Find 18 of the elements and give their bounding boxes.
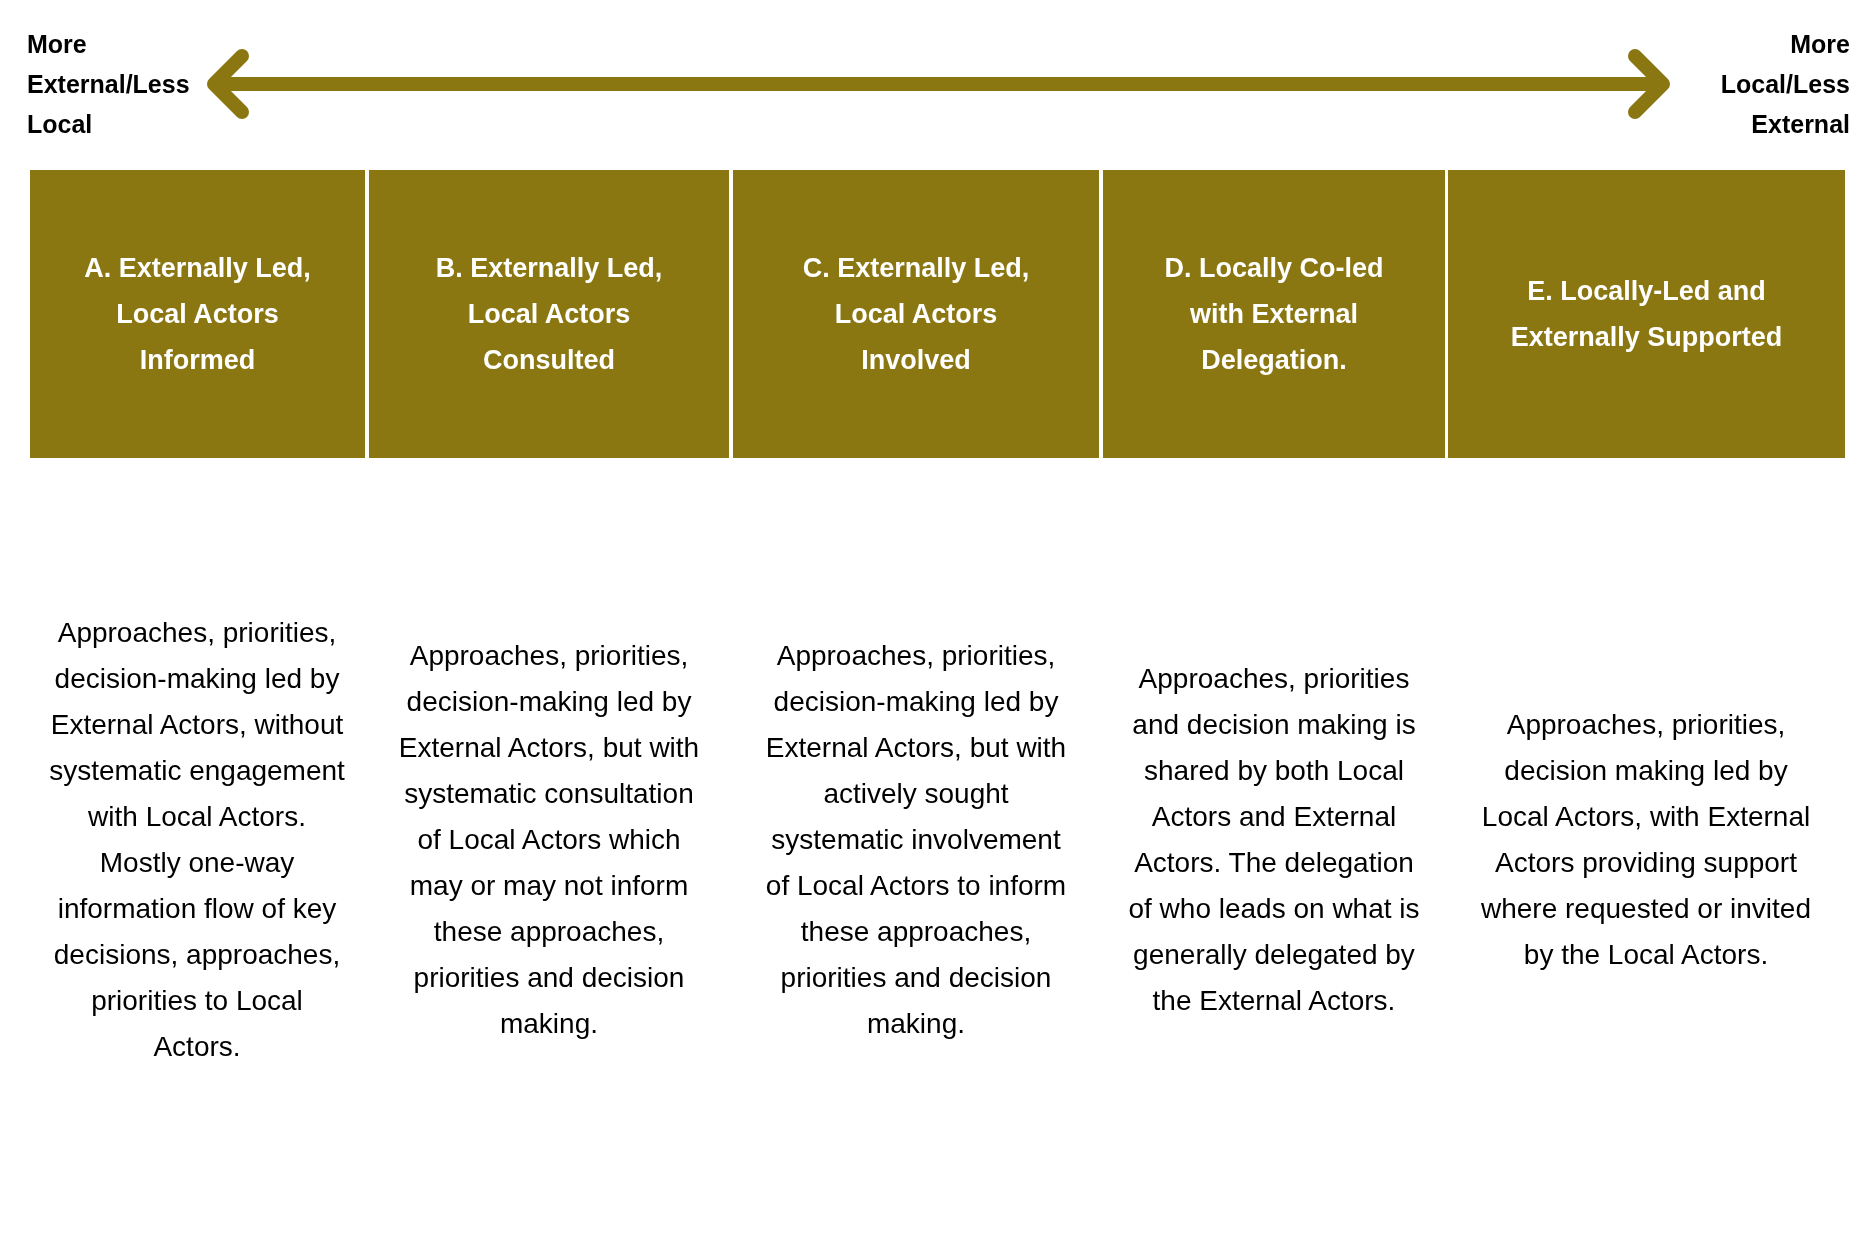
stage-heading: E. Locally-Led and Externally Supported: [1509, 275, 1784, 354]
description-text: Approaches, priorities, decision making led by Local Actors, with External Actors providing support where requested or invited by the Local Actors.: [1480, 708, 1812, 972]
description-text: Approaches, priorities, decision-making led by External Actors, but with actively sought systematic involvement of Local Actors to inform these approaches, priorities and decision making.: [764, 639, 1068, 1041]
stage-box: [1103, 170, 1445, 458]
description-text: Approaches, priorities, decision-making led by External Actors, without systematic engagement with Local Actors. Mostly one-way information flow of key decisions, approaches, priorities to Local Actors.: [48, 616, 346, 1064]
stage-heading: A. Externally Led, Local Actors Informed: [83, 252, 312, 377]
stage-heading: D. Locally Co-led with External Delegation.: [1163, 252, 1385, 377]
description-text: Approaches, priorities and decision making is shared by both Local Actors and External Actors. The delegation of who leads on what is generally delegated by the External Actors.: [1127, 662, 1421, 1018]
stage-box: [369, 170, 729, 458]
double-headed-arrow: [207, 49, 1670, 119]
stage-box: [30, 170, 365, 458]
scale-end-label: More Local/Less External: [1675, 24, 1850, 144]
stage-heading: C. Externally Led, Local Actors Involved: [801, 252, 1031, 377]
stage-heading: B. Externally Led, Local Actors Consulted: [434, 252, 664, 377]
stage-box: [733, 170, 1099, 458]
stage-box: [1448, 170, 1845, 458]
description-text: Approaches, priorities, decision-making led by External Actors, but with systematic consultation of Local Actors which may or may not inform these approaches, priorities and decision making.: [397, 639, 701, 1041]
scale-end-label: More External/Less Local: [27, 24, 202, 144]
